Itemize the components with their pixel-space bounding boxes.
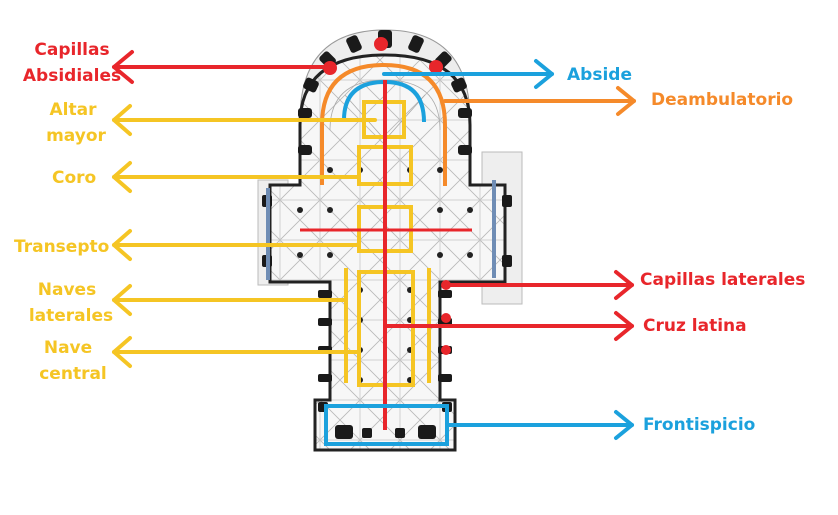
apse-chapel-dot-left (323, 61, 337, 75)
ambulatory-arc (320, 62, 447, 186)
label-deambulatorio: Deambulatorio (651, 90, 793, 110)
arrow-cruz-latina (383, 311, 634, 341)
apse-chapel-dot-center (374, 37, 388, 51)
label-altar-mayor-line2: mayor (46, 126, 106, 146)
label-naves-laterales: Naves laterales (29, 280, 113, 326)
label-altar-mayor: Altar mayor (46, 100, 106, 146)
label-nave-central-line2: central (39, 364, 107, 384)
label-capillas-laterales: Capillas laterales (640, 270, 805, 290)
apse-chapel-dot-right (429, 60, 443, 74)
label-transepto: Transepto (14, 237, 109, 257)
arrow-capillas-absidiales (112, 50, 325, 84)
facade-blocks (318, 402, 452, 439)
lateral-chapel-dot-2 (441, 313, 451, 323)
label-frontispicio: Frontispicio (643, 415, 755, 435)
arrow-altar-mayor (112, 104, 377, 136)
label-naves-laterales-line2: laterales (29, 306, 113, 326)
arrow-coro (112, 161, 361, 193)
label-abside: Abside (567, 65, 632, 85)
arrow-nave-central (112, 336, 361, 368)
label-nave-central: Nave central (39, 338, 107, 384)
arrow-deambulatorio (443, 86, 636, 116)
label-capillas-absidiales: Capillas Absidiales (23, 40, 121, 86)
lateral-chapel-dot-3 (441, 345, 451, 355)
label-altar-mayor-line1: Altar (50, 100, 98, 120)
arrow-naves-laterales (112, 284, 348, 316)
chapel-dots (323, 37, 451, 355)
arrow-abside (382, 59, 554, 89)
arrow-capillas-laterales (444, 270, 634, 300)
label-capillas-absidiales-line2: Absidiales (23, 66, 121, 86)
arrows (112, 50, 636, 440)
arrow-transepto (112, 229, 361, 261)
label-cruz-latina: Cruz latina (643, 316, 747, 336)
label-capillas-absidiales-line1: Capillas (34, 40, 109, 60)
label-coro: Coro (52, 168, 96, 188)
label-nave-central-line1: Nave (44, 338, 92, 358)
label-naves-laterales-line1: Naves (38, 280, 96, 300)
arrow-frontispicio (445, 410, 634, 440)
